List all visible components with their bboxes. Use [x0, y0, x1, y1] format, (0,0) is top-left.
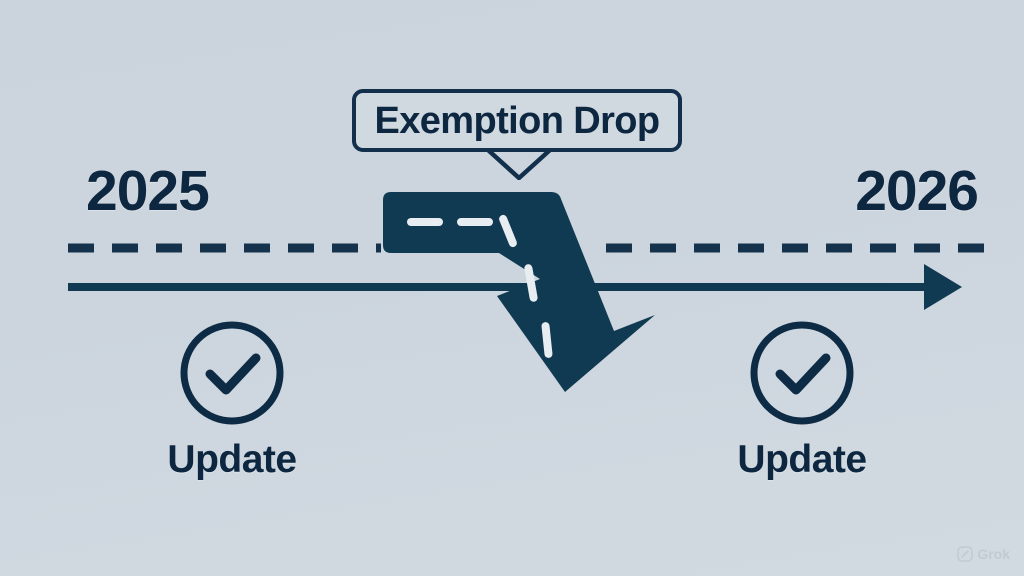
lane-marking-2 [457, 218, 493, 226]
milestone-right-label: Update [737, 438, 867, 481]
milestone-right[interactable]: Update [692, 318, 912, 479]
year-label-end: 2026 [855, 159, 979, 223]
milestone-left[interactable]: Update [122, 318, 342, 479]
check-circle-icon [750, 321, 854, 425]
watermark-label: Grok [977, 546, 1010, 562]
callout-label: Exemption Drop [374, 99, 660, 142]
lane-marking-4 [524, 264, 538, 302]
callout-box[interactable]: Exemption Drop [352, 89, 682, 152]
lane-marking-3 [499, 214, 517, 248]
road-drop-arrow-shape [383, 192, 655, 392]
timeline-axis-arrowhead [924, 264, 962, 310]
lane-marking-5 [541, 322, 553, 358]
callout-tail-icon [486, 148, 552, 180]
year-label-start: 2025 [86, 159, 210, 223]
check-circle-icon [180, 321, 284, 425]
lane-marking-1 [407, 218, 443, 226]
road-drop-arrow [383, 192, 655, 392]
milestone-left-label: Update [167, 438, 297, 481]
grok-logo-icon [957, 546, 974, 562]
watermark: Grok [957, 546, 1010, 562]
